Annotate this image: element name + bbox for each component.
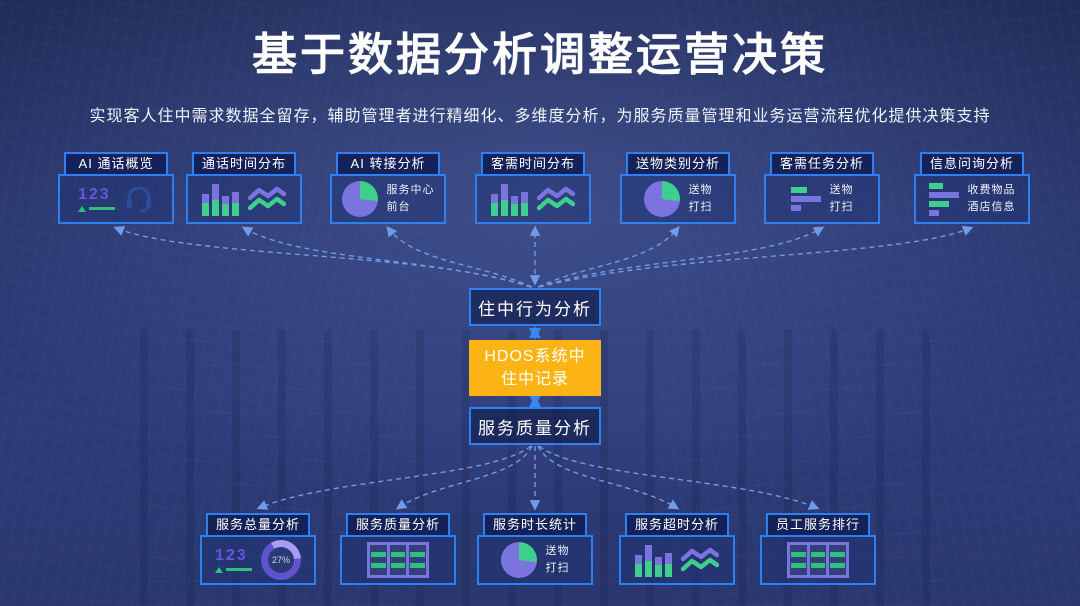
bottom-card-employee-service-ranking: 员工服务排行 xyxy=(760,513,876,585)
bottom-card-service-total-analysis: 服务总量分析 123 27% xyxy=(200,513,316,585)
card-title: 服务总量分析 xyxy=(206,513,310,535)
card-body xyxy=(619,535,735,585)
up-triangle-icon xyxy=(78,205,86,212)
bar-chart-icon xyxy=(635,543,672,577)
card-title: 服务质量分析 xyxy=(346,513,450,535)
bar-label: 送物 xyxy=(829,183,854,196)
flow-box-label-line2: 住中记录 xyxy=(500,371,569,388)
card-title: 通话时间分布 xyxy=(192,152,296,174)
bottom-card-service-duration-statistics: 服务时长统计 送物 打扫 xyxy=(477,513,593,585)
underline-bar xyxy=(226,568,252,571)
bar-label: 酒店信息 xyxy=(967,201,1016,213)
card-body xyxy=(340,535,456,585)
card-title: 服务时长统计 xyxy=(483,513,587,535)
pie-label: 服务中心 xyxy=(386,183,435,196)
bar-chart-icon xyxy=(491,182,528,216)
card-body: 送物 打扫 xyxy=(620,174,736,224)
table-icon xyxy=(367,542,429,578)
top-card-call-time-distribution: 通话时间分布 xyxy=(186,152,302,224)
pie-chart-icon xyxy=(500,542,537,578)
trend-lines-icon xyxy=(248,186,286,211)
page-title: 基于数据分析调整运营决策 xyxy=(251,29,828,80)
pie-label: 打扫 xyxy=(688,201,713,213)
up-triangle-icon xyxy=(215,566,223,573)
top-card-ai-call-overview: AI 通话概览 123 xyxy=(58,152,174,224)
top-card-information-inquiry-analysis: 信息问询分析 收费物品 酒店信息 xyxy=(914,152,1030,224)
counter-icon: 123 xyxy=(78,185,115,212)
flow-box-label: 服务质量分析 xyxy=(478,418,592,438)
card-body: 服务中心 前台 xyxy=(330,174,446,224)
card-title: 信息问询分析 xyxy=(920,152,1024,174)
card-body xyxy=(760,535,876,585)
flow-box-hdos-in-stay-records: HDOS系统中 住中记录 xyxy=(469,340,601,396)
card-title: 客需任务分析 xyxy=(770,152,874,174)
pie-label: 送物 xyxy=(688,183,713,196)
bar-chart-icon xyxy=(202,182,239,216)
flow-box-label-line1: HDOS系统中 xyxy=(484,347,586,365)
trend-lines-icon xyxy=(537,186,575,211)
underline-bar xyxy=(89,207,115,210)
top-card-ai-transfer-analysis: AI 转接分析 服务中心 前台 xyxy=(330,152,446,224)
card-title: 送物类别分析 xyxy=(626,152,730,174)
pie-label: 打扫 xyxy=(545,562,570,574)
top-card-delivery-category-analysis: 送物类别分析 送物 打扫 xyxy=(620,152,736,224)
bar-label: 收费物品 xyxy=(967,183,1016,196)
card-title: AI 通话概览 xyxy=(64,152,168,174)
card-title: 客需时间分布 xyxy=(481,152,585,174)
card-title: AI 转接分析 xyxy=(336,152,440,174)
horizontal-bars-icon xyxy=(790,187,821,211)
flow-box-service-quality-analysis: 服务质量分析 xyxy=(469,407,601,445)
flow-box-label: 住中行为分析 xyxy=(478,299,592,319)
donut-percentage: 27% xyxy=(271,555,290,565)
horizontal-bars-icon xyxy=(928,182,959,216)
headset-icon xyxy=(127,186,151,212)
table-icon xyxy=(787,542,849,578)
pie-label: 送物 xyxy=(545,544,570,557)
card-title: 员工服务排行 xyxy=(766,513,870,535)
donut-chart-icon: 27% xyxy=(261,540,301,580)
counter-value: 123 xyxy=(78,185,111,203)
card-body: 123 27% xyxy=(200,535,316,585)
bar-label: 打扫 xyxy=(829,201,854,213)
card-title: 服务超时分析 xyxy=(625,513,729,535)
flow-box-in-stay-behavior-analysis: 住中行为分析 xyxy=(469,288,601,326)
counter-value: 123 xyxy=(215,546,248,564)
pie-chart-icon xyxy=(341,181,378,217)
bottom-card-service-overtime-analysis: 服务超时分析 xyxy=(619,513,735,585)
card-body: 123 xyxy=(58,174,174,224)
card-body: 送物 打扫 xyxy=(764,174,880,224)
page-subtitle: 实现客人住中需求数据全留存，辅助管理者进行精细化、多维度分析，为服务质量管理和业… xyxy=(89,108,991,125)
card-body xyxy=(186,174,302,224)
trend-lines-icon xyxy=(681,547,719,572)
pie-label: 前台 xyxy=(386,201,411,213)
card-body: 收费物品 酒店信息 xyxy=(914,174,1030,224)
pie-chart-icon xyxy=(643,181,680,217)
bottom-card-service-quality-analysis: 服务质量分析 xyxy=(340,513,456,585)
card-body: 送物 打扫 xyxy=(477,535,593,585)
top-card-guest-task-analysis: 客需任务分析 送物 打扫 xyxy=(764,152,880,224)
top-card-guest-need-time-distribution: 客需时间分布 xyxy=(475,152,591,224)
card-body xyxy=(475,174,591,224)
counter-icon: 123 xyxy=(215,546,252,573)
